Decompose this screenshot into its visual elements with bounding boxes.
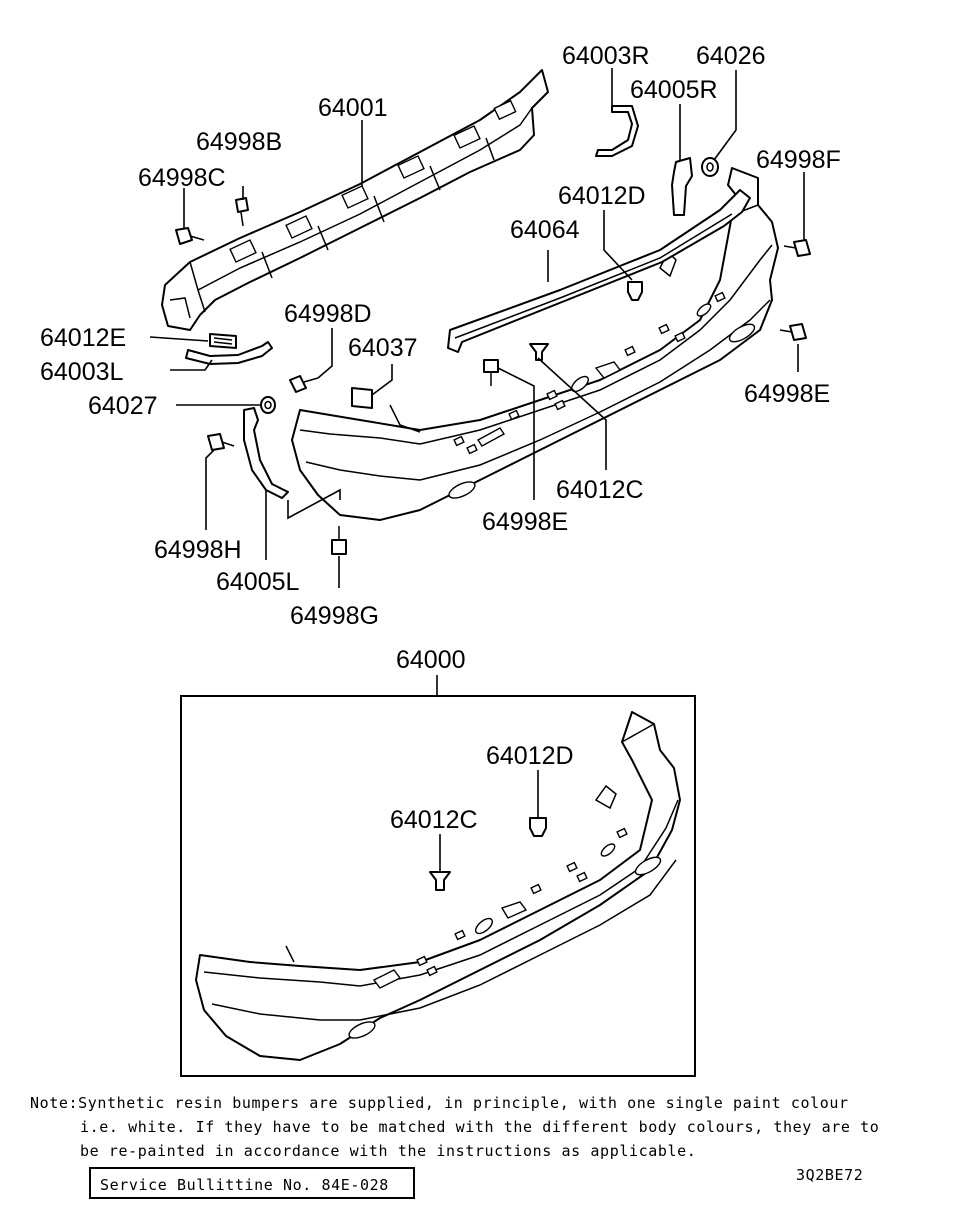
- label-64998f: 64998F: [756, 146, 841, 174]
- clip-64012c: [529, 343, 549, 361]
- bolt-64998e-right: [779, 323, 807, 341]
- label-64027: 64027: [88, 392, 158, 420]
- leader-lines-boxed: [439, 770, 539, 872]
- label-64005l: 64005L: [216, 568, 300, 596]
- service-bulletin-text: Service Bullittine No. 84E-028: [100, 1176, 389, 1194]
- rear-bumper-assembly-boxed: [195, 711, 681, 1061]
- label-64012d: 64012D: [558, 182, 646, 210]
- clip-64012d: [627, 281, 643, 301]
- clip-64012c-boxed: [429, 871, 451, 891]
- label-64012e: 64012E: [40, 324, 126, 352]
- figure-code: 3Q2BE72: [796, 1166, 863, 1184]
- reinforcement-beam-64001: [161, 69, 549, 331]
- note-line-2: i.e. white. If they have to be matched w…: [80, 1118, 879, 1136]
- bolt-64998b: [235, 197, 249, 227]
- label-64037: 64037: [348, 334, 418, 362]
- leader-lines-upper: [149, 68, 805, 588]
- stay-64005l: [243, 407, 289, 499]
- bracket-64003r: [595, 105, 639, 157]
- part-labels: 64003R 64026 64005R 64001 64998B 64998C …: [40, 42, 841, 834]
- bolt-64998g: [331, 526, 347, 555]
- label-64998b: 64998B: [196, 128, 282, 156]
- label-64998c: 64998C: [138, 164, 226, 192]
- assembly-box-64000: [180, 675, 696, 1077]
- label-64998e-center: 64998E: [482, 508, 568, 536]
- label-64005r: 64005R: [630, 76, 718, 104]
- label-64026: 64026: [696, 42, 766, 70]
- retainer-64012e: [209, 333, 237, 349]
- label-64012c-boxed: 64012C: [390, 806, 478, 834]
- service-bulletin-box: Service Bullittine No. 84E-028: [89, 1167, 415, 1199]
- bolt-64998f: [783, 239, 811, 257]
- bolt-64998c: [175, 227, 205, 245]
- stay-64005r: [671, 157, 693, 216]
- label-64012d-boxed: 64012D: [486, 742, 574, 770]
- label-64998e-right: 64998E: [744, 380, 830, 408]
- label-64003l: 64003L: [40, 358, 124, 386]
- plate-64037: [351, 387, 373, 409]
- label-64000: 64000: [396, 646, 466, 674]
- label-64998d: 64998D: [284, 300, 372, 328]
- washer-64027: [260, 396, 276, 414]
- label-64003r: 64003R: [562, 42, 650, 70]
- rear-bumper-upper: [291, 167, 779, 521]
- note-line-1: Note:Synthetic resin bumpers are supplie…: [30, 1094, 849, 1112]
- label-64064: 64064: [510, 216, 580, 244]
- moulding-64064: [447, 189, 751, 353]
- label-64998g: 64998G: [290, 602, 379, 630]
- clip-64012d-boxed: [529, 817, 547, 837]
- bolt-64998d: [289, 375, 319, 393]
- bolt-64998e-center: [483, 359, 499, 386]
- bracket-64003l: [185, 341, 273, 365]
- label-64001: 64001: [318, 94, 388, 122]
- label-64012c: 64012C: [556, 476, 644, 504]
- bolt-64998h: [207, 433, 235, 451]
- note-block: Note:Synthetic resin bumpers are supplie…: [30, 1094, 879, 1160]
- nut-64026: [701, 157, 719, 177]
- note-line-3: be re-painted in accordance with the ins…: [80, 1142, 696, 1160]
- label-64998h: 64998H: [154, 536, 242, 564]
